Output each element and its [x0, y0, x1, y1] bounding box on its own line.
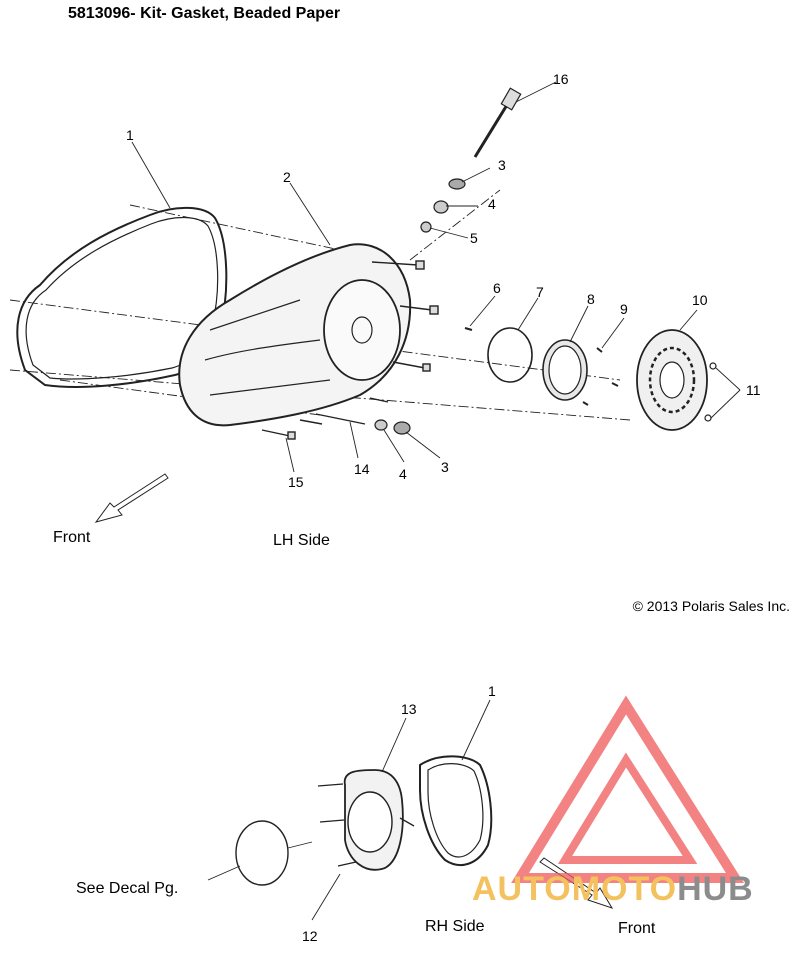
rh-gasket — [419, 755, 493, 866]
callout-15: 15 — [288, 474, 304, 490]
rh-side-caption: RH Side — [425, 918, 485, 935]
front-caption-top: Front — [53, 529, 91, 546]
see-decal-caption: See Decal Pg. — [76, 880, 179, 897]
brand-part-2: HUB — [677, 870, 754, 908]
callout-7: 7 — [536, 284, 544, 300]
copyright-text: © 2013 Polaris Sales Inc. — [632, 598, 790, 614]
callout-11: 11 — [746, 382, 761, 398]
callout-9: 9 — [620, 301, 628, 317]
callout-8: 8 — [587, 291, 595, 307]
gasket-outline — [16, 206, 228, 388]
callout-3-top: 3 — [498, 157, 506, 173]
callout-4-bottom: 4 — [399, 466, 407, 482]
watermark-brand: AUTOMOTOHUB — [472, 870, 754, 909]
callout-13: 13 — [401, 701, 417, 717]
page-title: 5813096- Kit- Gasket, Beaded Paper — [68, 5, 341, 22]
front-caption-bottom: Front — [618, 920, 656, 937]
brand-part-1: AUTOMOTO — [472, 870, 678, 908]
callout-14: 14 — [354, 461, 370, 477]
callout-6: 6 — [493, 280, 501, 296]
logo-triangle — [511, 695, 745, 883]
callout-1-bottom: 1 — [488, 683, 496, 699]
callout-1-top: 1 — [126, 127, 134, 143]
lh-side-caption: LH Side — [273, 532, 330, 549]
callout-10: 10 — [692, 292, 708, 308]
callout-4-top: 4 — [488, 196, 496, 212]
callout-5: 5 — [470, 230, 478, 246]
callout-3-bottom: 3 — [441, 459, 449, 475]
callout-12: 12 — [302, 928, 318, 944]
callout-2: 2 — [283, 169, 291, 185]
callout-16: 16 — [553, 71, 569, 87]
